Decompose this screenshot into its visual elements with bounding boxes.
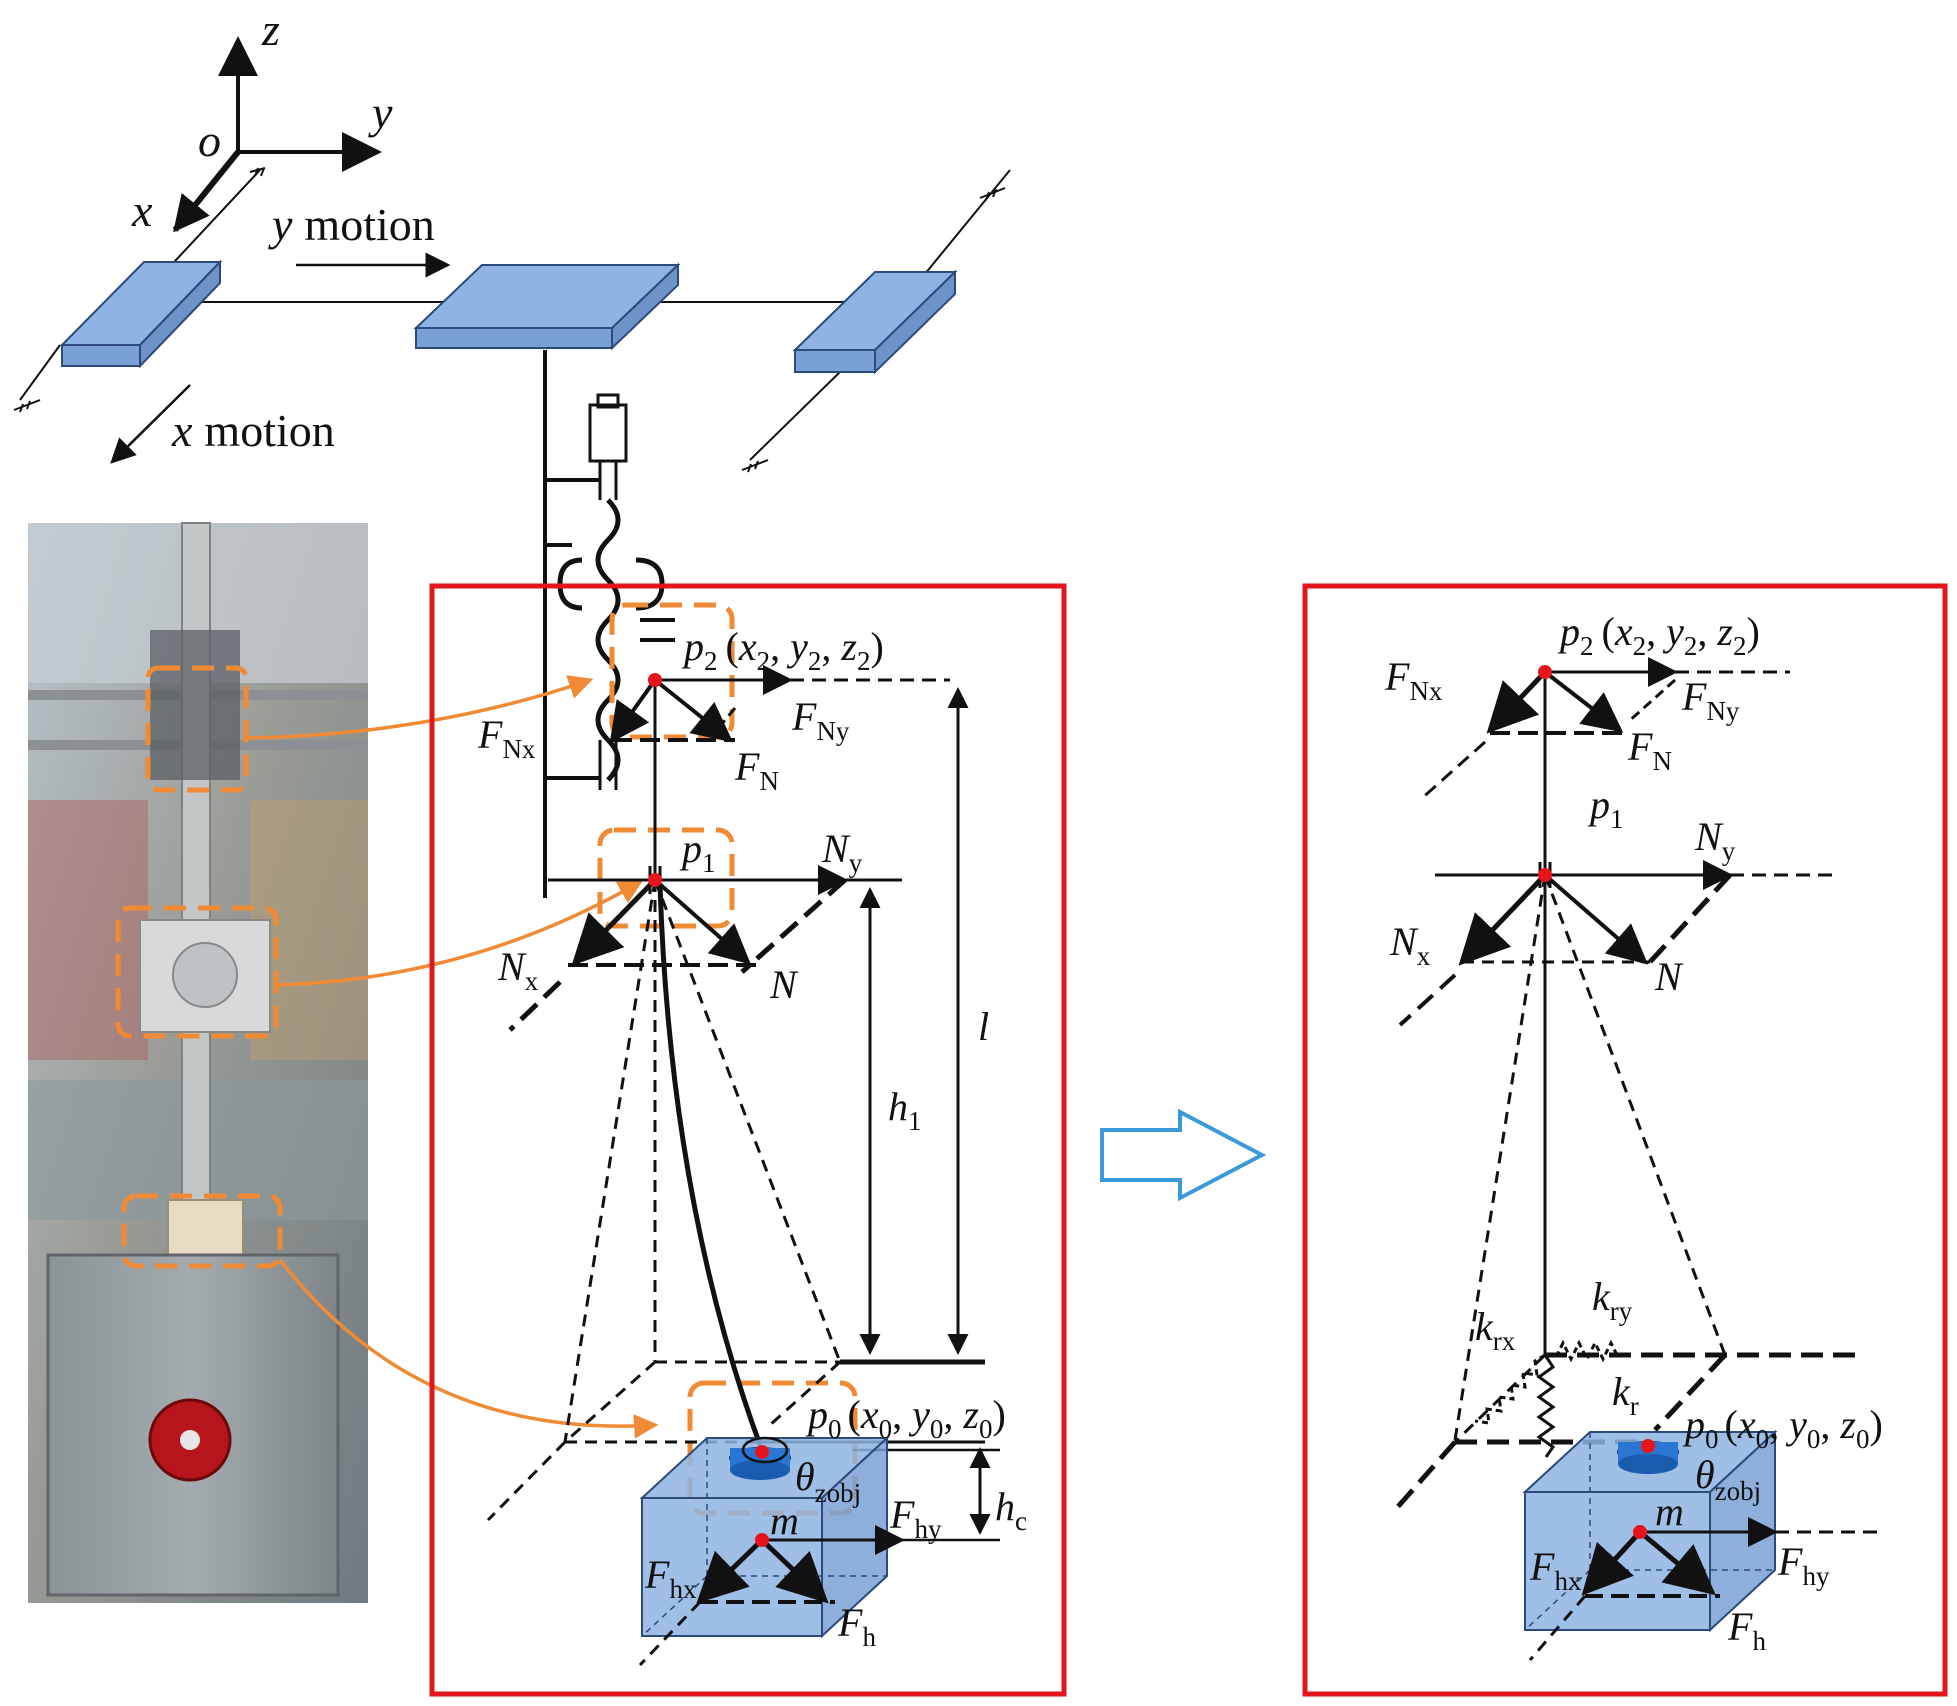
kry-label: kry bbox=[1592, 1274, 1633, 1326]
axis-x-label: x bbox=[131, 185, 153, 236]
transform-arrow bbox=[1100, 1108, 1267, 1202]
ny-label-right: Ny bbox=[1694, 814, 1736, 866]
ny-label: Ny bbox=[821, 826, 863, 878]
right-slider bbox=[792, 269, 958, 375]
point-p1-right bbox=[1538, 868, 1552, 882]
fn-label: FN bbox=[734, 744, 779, 796]
h1-label: h1 bbox=[888, 1084, 922, 1136]
right-cube-forces bbox=[1528, 1517, 1880, 1661]
fnx-label: FNx bbox=[477, 712, 536, 764]
point-m-right bbox=[1633, 1525, 1647, 1539]
fny-label-right: FNy bbox=[1681, 674, 1740, 726]
p2-label-right: p2(x2, y2, z2) bbox=[1557, 609, 1760, 661]
p0-label-right: p0(x0, y0, z0) bbox=[1682, 1402, 1883, 1454]
n-label-right: N bbox=[1654, 954, 1684, 999]
p1-label-right: p1 bbox=[1587, 782, 1624, 834]
left-model-frame bbox=[429, 583, 1067, 1697]
l-label: l bbox=[978, 1004, 989, 1049]
p1-label: p1 bbox=[679, 826, 716, 878]
fh-label-right: Fh bbox=[1727, 1604, 1766, 1656]
krx-label: krx bbox=[1475, 1304, 1516, 1356]
fnx-label-right: FNx bbox=[1384, 654, 1443, 706]
vertical-actuator bbox=[543, 350, 675, 898]
kr-label: kr bbox=[1612, 1369, 1639, 1421]
right-labels: p2(x2, y2, z2) FNx FNy FN p1 Ny Nx N kry… bbox=[1384, 609, 1883, 1656]
point-p2-right bbox=[1538, 665, 1552, 679]
coordinate-axes: z y x o bbox=[131, 4, 393, 236]
hardware-photo bbox=[28, 522, 368, 1603]
hc-label: hc bbox=[995, 1484, 1027, 1536]
point-p0-right bbox=[1641, 1439, 1655, 1453]
m-label: m bbox=[770, 1498, 799, 1543]
left-labels: p2(x2, y2, z2) FNy FNx FN p1 Ny Nx N l h… bbox=[477, 624, 1027, 1652]
center-carriage bbox=[413, 262, 681, 351]
right-model-frame bbox=[1302, 583, 1948, 1697]
p0-label: p0(x0, y0, z0) bbox=[805, 1392, 1006, 1444]
axis-z-label: z bbox=[261, 4, 280, 55]
left-slider bbox=[59, 259, 223, 369]
photo-highlights bbox=[115, 665, 283, 1269]
p2-label: p2(x2, y2, z2) bbox=[681, 624, 884, 676]
left-cube-forces bbox=[638, 1525, 905, 1667]
axis-y-label: y bbox=[368, 87, 393, 138]
fn-label-right: FN bbox=[1627, 724, 1672, 776]
nx-label: Nx bbox=[497, 944, 539, 996]
point-p0 bbox=[755, 1445, 769, 1459]
fhx-label-right: Fhx bbox=[1529, 1544, 1582, 1596]
left-payload-cube bbox=[639, 1435, 890, 1639]
fny-label: FNy bbox=[791, 694, 850, 746]
point-m bbox=[755, 1533, 769, 1547]
leader-arrows bbox=[244, 675, 659, 1439]
fhy-label-right: Fhy bbox=[1777, 1539, 1830, 1591]
nx-label-right: Nx bbox=[1389, 919, 1431, 971]
fhx-label: Fhx bbox=[644, 1552, 697, 1604]
left-points bbox=[648, 673, 769, 1547]
point-p1 bbox=[648, 873, 662, 887]
ground-hatch bbox=[13, 167, 1006, 473]
origin-label: o bbox=[198, 115, 221, 166]
n-label: N bbox=[769, 962, 799, 1007]
m-label-right: m bbox=[1655, 1489, 1684, 1534]
point-p2 bbox=[648, 673, 662, 687]
right-points bbox=[1538, 665, 1655, 1539]
theta-label-right: θzobj bbox=[1695, 1452, 1761, 1506]
theta-label: θzobj bbox=[795, 1454, 861, 1508]
fhy-label: Fhy bbox=[889, 1492, 942, 1544]
fh-label: Fh bbox=[837, 1600, 876, 1652]
